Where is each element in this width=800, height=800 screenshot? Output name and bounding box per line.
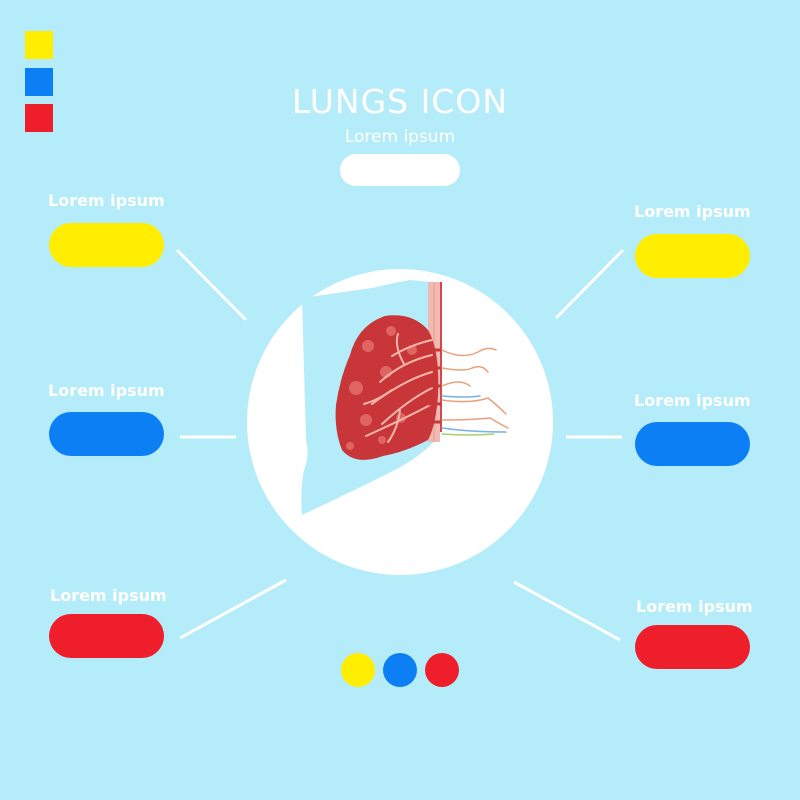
title-pill bbox=[340, 154, 460, 186]
connector-lines bbox=[175, 248, 625, 642]
legend-swatch-blue bbox=[25, 68, 53, 96]
legend-swatch-yellow bbox=[25, 31, 53, 59]
right-item-2-label: Lorem ipsum bbox=[634, 391, 751, 410]
legend-swatch-red bbox=[25, 104, 53, 132]
right-item-1-pill[interactable] bbox=[635, 234, 750, 278]
connector-right-top bbox=[554, 248, 625, 320]
connector-right-bottom bbox=[513, 580, 621, 642]
right-item-3-label: Lorem ipsum bbox=[636, 597, 753, 616]
connector-left-bottom bbox=[179, 578, 287, 640]
right-item-1-label: Lorem ipsum bbox=[634, 202, 751, 221]
right-item-2-pill[interactable] bbox=[635, 422, 750, 466]
left-item-2-pill[interactable] bbox=[49, 412, 164, 456]
bottom-dot-yellow bbox=[341, 653, 375, 687]
left-item-1-pill[interactable] bbox=[49, 223, 164, 267]
connector-left-top bbox=[175, 248, 248, 322]
left-item-3-label: Lorem ipsum bbox=[50, 586, 167, 605]
left-item-2-label: Lorem ipsum bbox=[48, 381, 165, 400]
page-subtitle: Lorem ipsum bbox=[344, 127, 456, 147]
left-item-3-pill[interactable] bbox=[49, 614, 164, 658]
right-item-3-pill[interactable] bbox=[635, 625, 750, 669]
page-title: LUNGS ICON bbox=[291, 82, 509, 121]
bottom-dot-blue bbox=[383, 653, 417, 687]
lungs-icon bbox=[301, 280, 509, 515]
left-item-1-label: Lorem ipsum bbox=[48, 191, 165, 210]
bottom-dot-red bbox=[425, 653, 459, 687]
